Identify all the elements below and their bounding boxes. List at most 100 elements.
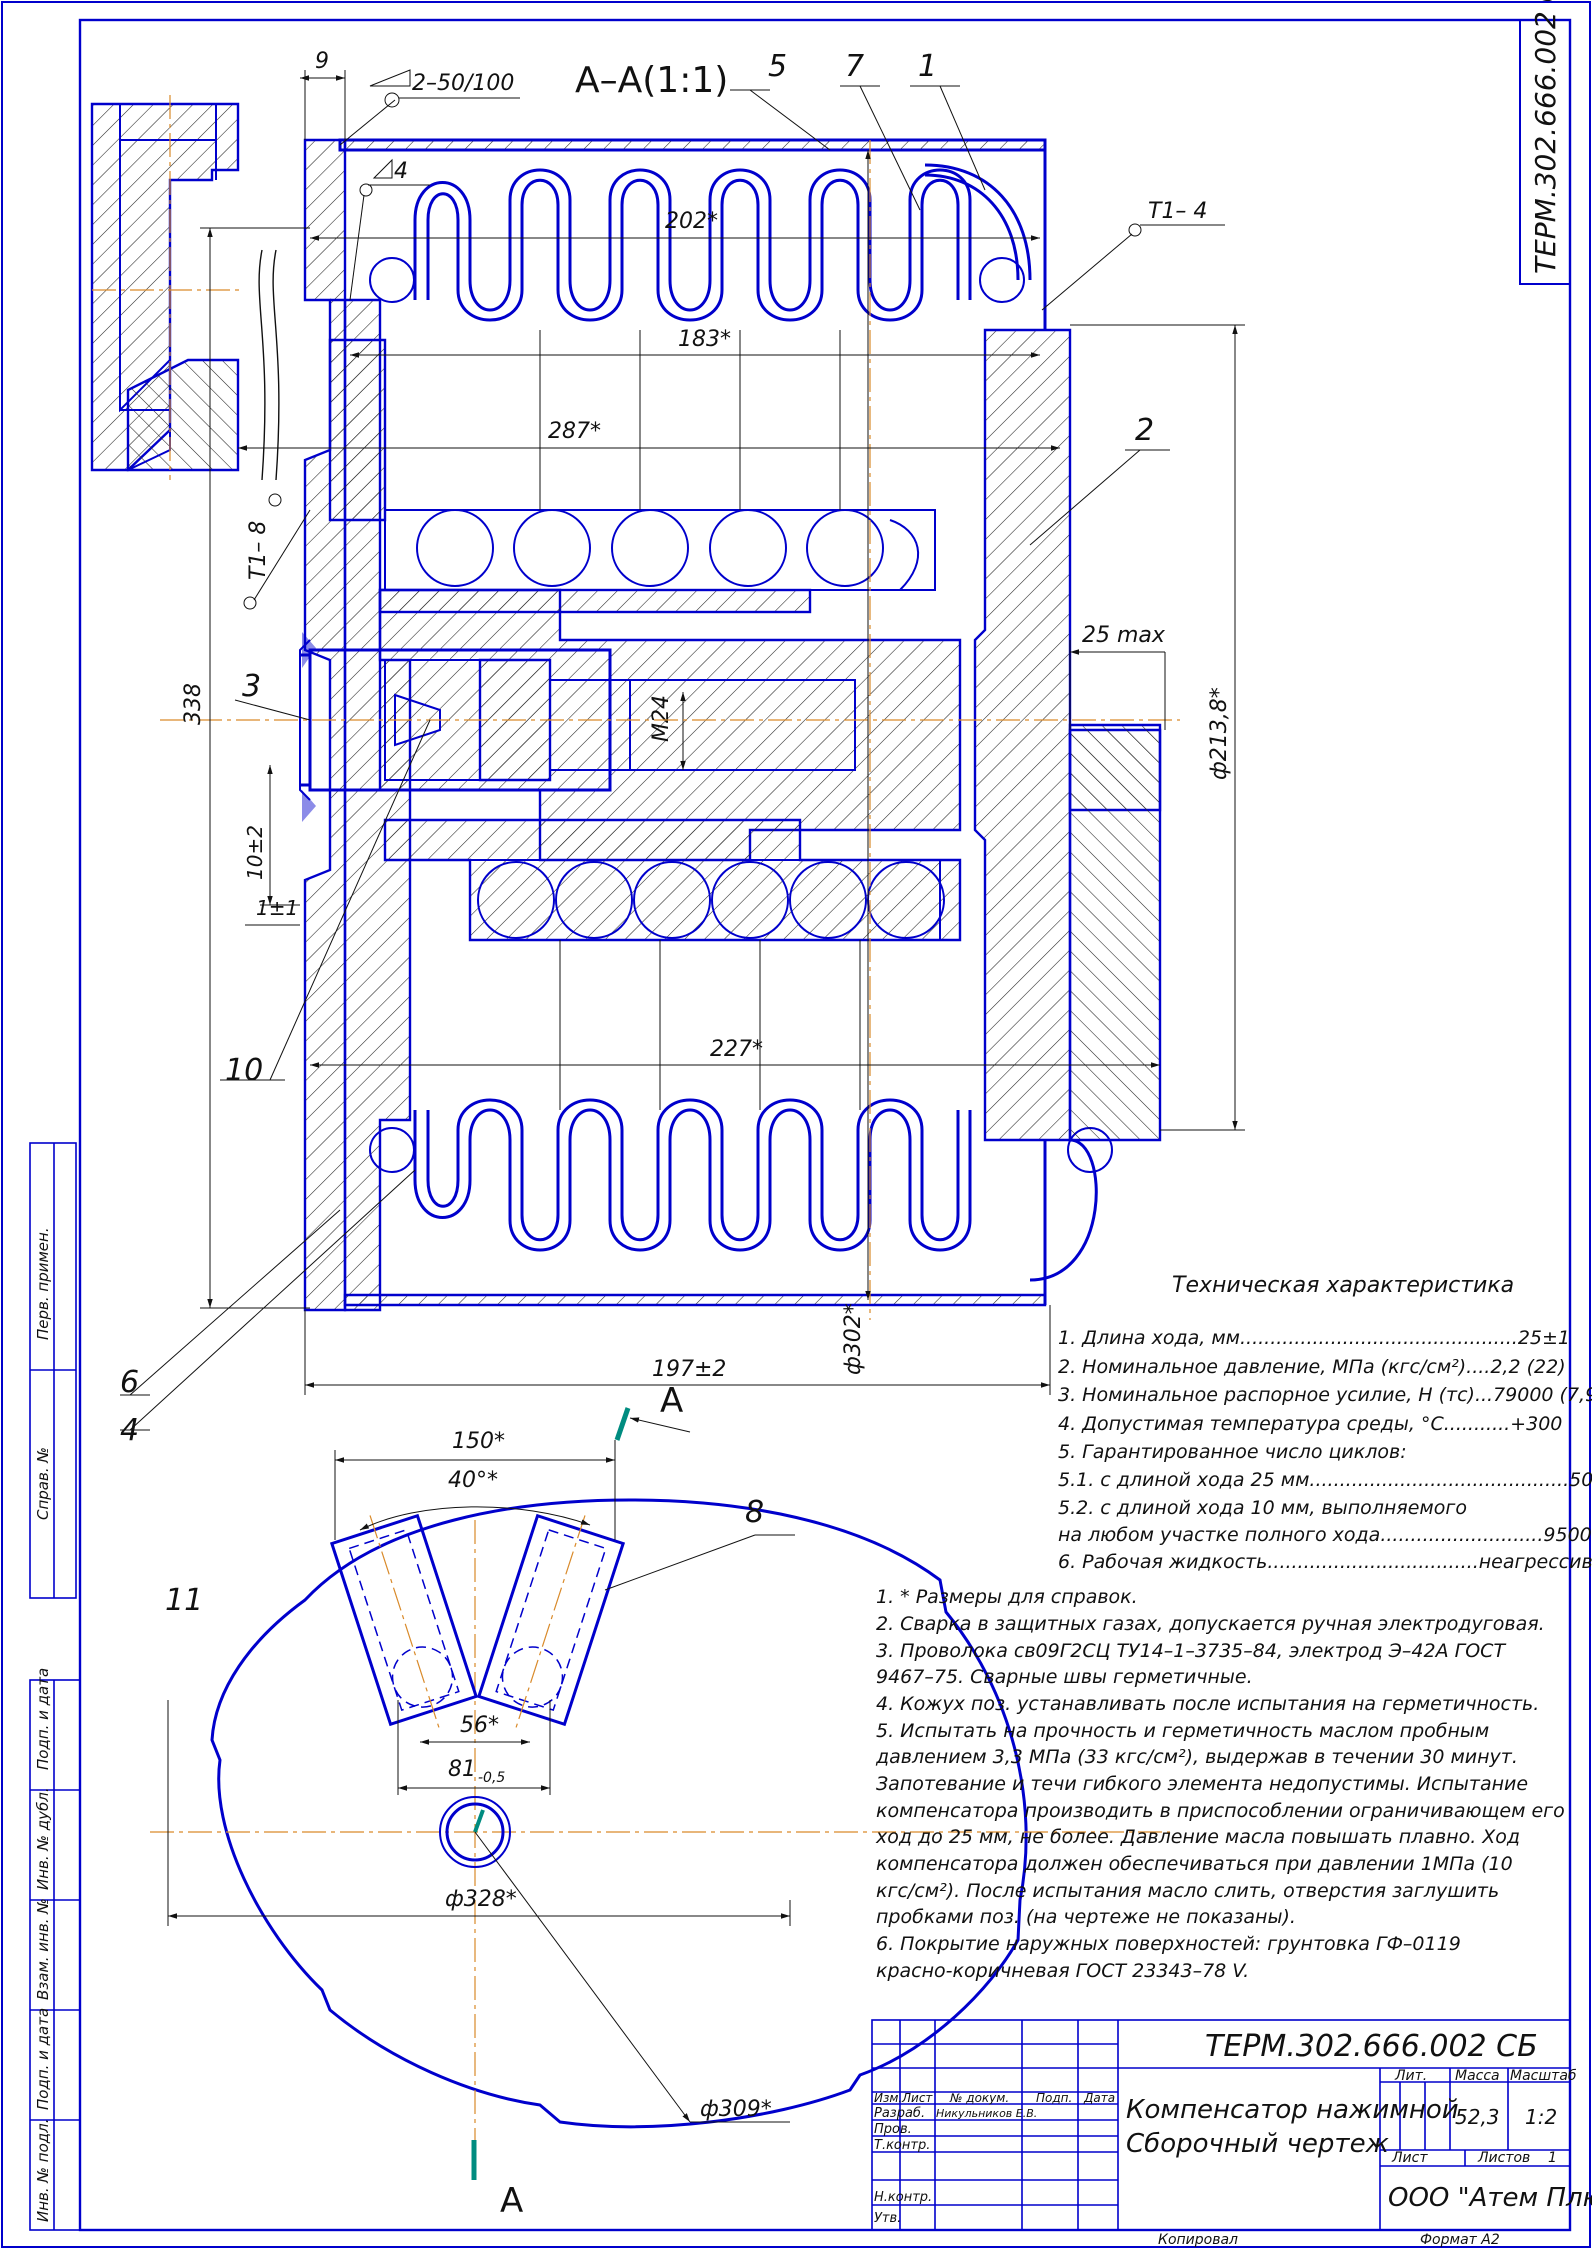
section-mark-top: А xyxy=(660,1381,683,1421)
footer-copied: Копировал xyxy=(1158,2232,1238,2248)
spec-line-6: 5.1. с длиной хода 25 мм................… xyxy=(1058,1469,1592,1491)
dim-150: 150* xyxy=(452,1429,505,1454)
dim-81-tol: -0,5 xyxy=(478,1770,505,1786)
title-block: ТЕРМ.302.666.002 СБ Компенсатор нажимной… xyxy=(871,2019,1592,2231)
tb-company: ООО "Атем Плюс" xyxy=(1388,2183,1592,2213)
side-label-7: Инв. № подл. xyxy=(34,2119,52,2222)
tb-role-approve: Утв. xyxy=(874,2211,901,2226)
side-label-4: Инв. № дубл. xyxy=(34,1787,52,1890)
side-label-5: Взам. инв. № xyxy=(34,1898,52,2000)
dim-309: ф309* xyxy=(700,2097,772,2122)
section-title: А–А(1:1) xyxy=(575,60,728,101)
note-line-14: 6. Покрытие наружных поверхностей: грунт… xyxy=(876,1933,1461,1955)
dim-25max: 25 max xyxy=(1082,623,1166,648)
callout-2: 2 xyxy=(1135,413,1154,448)
dim-10: 10±2 xyxy=(243,825,267,880)
spec-line-4: 4. Допустимая температура среды, °С.....… xyxy=(1058,1413,1562,1435)
tb-name-2: Сборочный чертеж xyxy=(1126,2129,1390,2159)
plan-view: 150* 40°* 56* 81 -0,5 ф328* ф309* 8 11 А xyxy=(150,1429,1170,2221)
note-line-4: 9467–75. Сварные швы герметичные. xyxy=(876,1666,1253,1688)
callout-1: 1 xyxy=(918,49,937,84)
dim-56: 56* xyxy=(460,1713,499,1738)
note-line-6: 5. Испытать на прочность и герметичность… xyxy=(876,1720,1489,1742)
spec-line-9: 6. Рабочая жидкость.....................… xyxy=(1058,1551,1592,1573)
callout-3: 3 xyxy=(242,669,261,704)
note-line-7: давлением 3,3 МПа (33 кгс/см²), выдержав… xyxy=(875,1746,1518,1768)
tech-spec: Техническая характеристика 1. Длина хода… xyxy=(1058,1273,1592,1573)
spec-line-3: 3. Номинальное распорное усилие, Н (тс).… xyxy=(1058,1384,1592,1406)
dim-287: 287* xyxy=(548,419,601,444)
tb-mass: 52,3 xyxy=(1455,2105,1500,2129)
note-line-9: компенсатора производить в приспособлени… xyxy=(876,1800,1565,1822)
tb-role-check: Пров. xyxy=(874,2122,912,2137)
dim-213: ф213,8* xyxy=(1207,687,1232,780)
callout-4: 4 xyxy=(120,1413,139,1448)
side-strip: Перв. примен. Справ. № Подп. и дата Инв.… xyxy=(29,1142,81,2231)
note-line-8: Запотевание и течи гибкого элемента недо… xyxy=(876,1773,1528,1795)
weld-t1-4: Т1– 4 xyxy=(1148,199,1207,224)
dim-302: ф302* xyxy=(841,1303,866,1375)
section-view: А–А(1:1) xyxy=(90,49,1245,1448)
side-label-3: Подп. и дата xyxy=(34,1668,52,1770)
dim-183: 183* xyxy=(678,327,731,352)
tb-role-ncontr: Н.контр. xyxy=(874,2190,932,2205)
tb-col-doc: № докум. xyxy=(949,2091,1009,2105)
dim-227: 227* xyxy=(710,1037,763,1062)
tb-name-1: Компенсатор нажимной xyxy=(1126,2095,1459,2125)
spec-line-8: на любом участке полного хода...........… xyxy=(1058,1524,1592,1546)
plan-disc xyxy=(210,1498,1028,2129)
tb-sheet-label: Лист xyxy=(1391,2150,1428,2166)
tb-col-list: Лист xyxy=(901,2091,933,2105)
dim-1: 1±1 xyxy=(256,896,298,920)
callout-8: 8 xyxy=(745,1495,764,1530)
tech-spec-title: Техническая характеристика xyxy=(1172,1273,1514,1298)
section-mark-bottom: А xyxy=(500,2181,523,2221)
stamp-box xyxy=(1519,19,1571,285)
note-line-12: кгс/см²). После испытания масло слить, о… xyxy=(876,1880,1499,1902)
note-line-1: 1. * Размеры для справок. xyxy=(876,1586,1138,1608)
spec-line-5: 5. Гарантированное число циклов: xyxy=(1058,1441,1407,1463)
tb-col-izm: Изм. xyxy=(874,2091,902,2105)
inner-frame xyxy=(78,18,1572,2232)
tb-col-date: Дата xyxy=(1083,2091,1115,2105)
callout-7: 7 xyxy=(845,49,864,84)
spec-line-2: 2. Номинальное давление, МПа (кгс/см²)..… xyxy=(1058,1356,1566,1378)
spec-line-7: 5.2. с длиной хода 10 мм, выполняемого xyxy=(1058,1497,1467,1519)
tb-developer: Никульников Е.В. xyxy=(936,2107,1037,2120)
tb-code: ТЕРМ.302.666.002 СБ xyxy=(1205,2029,1538,2064)
tb-role-dev: Разраб. xyxy=(874,2106,925,2121)
callout-5: 5 xyxy=(768,49,787,84)
tb-sheets-label: Листов xyxy=(1477,2150,1530,2166)
dim-40: 40°* xyxy=(448,1468,498,1493)
note-line-15: красно-коричневая ГОСТ 23343–78 V. xyxy=(876,1960,1249,1982)
tb-scale: 1:2 xyxy=(1525,2105,1557,2129)
tb-col-sign: Подп. xyxy=(1036,2091,1072,2105)
weld-t1-8: Т1– 8 xyxy=(246,521,271,580)
bottom-bellows xyxy=(413,1108,972,1252)
note-line-3: 3. Проволока св09Г2СЦ ТУ14–1–3735–84, эл… xyxy=(876,1640,1506,1662)
tb-role-tcontr: Т.контр. xyxy=(874,2138,930,2153)
note-line-2: 2. Сварка в защитных газах, допускается … xyxy=(876,1613,1545,1635)
side-label-6: Подп. и дата xyxy=(34,2008,52,2110)
note-line-13: пробками поз. (на чертеже не показаны). xyxy=(876,1906,1296,1928)
side-label-2: Справ. № xyxy=(34,1447,52,1520)
callout-10: 10 xyxy=(225,1053,263,1088)
tb-mass-label: Масса xyxy=(1455,2068,1500,2084)
dim-328: ф328* xyxy=(445,1887,517,1912)
dim-m24: М24 xyxy=(649,695,674,742)
dim-9: 9 xyxy=(315,49,329,74)
callout-6: 6 xyxy=(120,1365,139,1400)
footer-format: Формат А2 xyxy=(1420,2232,1500,2248)
tb-sheets: 1 xyxy=(1548,2150,1557,2166)
dim-81: 81 xyxy=(448,1757,476,1782)
callout-11: 11 xyxy=(165,1583,203,1618)
dim-197: 197±2 xyxy=(652,1357,726,1382)
weld-top: 2–50/100 xyxy=(412,71,514,96)
top-bellows xyxy=(413,168,972,312)
note-line-11: компенсатора должен обеспечиваться при д… xyxy=(876,1853,1513,1875)
weld-4: 4 xyxy=(394,159,408,184)
stamp-code: ТЕРМ.302.666.002 СБ xyxy=(1529,0,1562,274)
dim-202: 202* xyxy=(665,209,718,234)
